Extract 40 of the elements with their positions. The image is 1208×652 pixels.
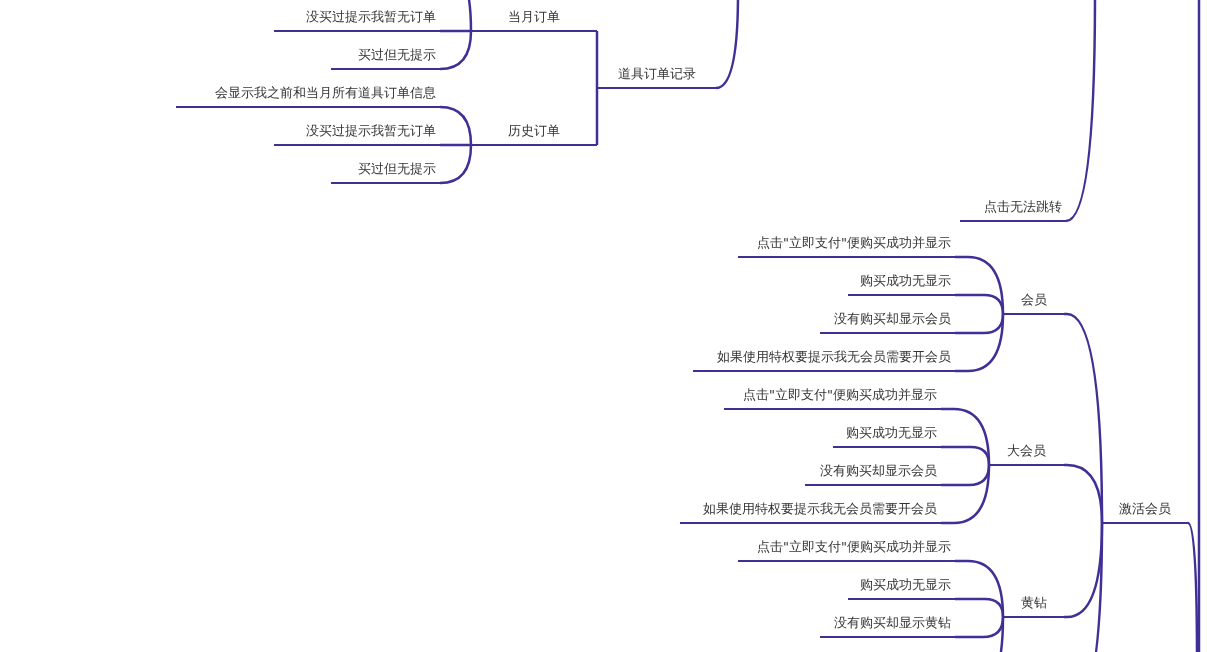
branch-connector [955, 313, 1005, 373]
branch-connector [438, 30, 473, 71]
branch-connector [955, 293, 1005, 315]
topic-label: 点击无法跳转 [984, 199, 1062, 215]
topic-label: 当月订单 [507, 9, 561, 25]
branch-connector [941, 445, 991, 466]
topic-label: 没有购买却显示会员 [834, 311, 951, 327]
branch-connector [440, 29, 473, 33]
topic-label: 如果使用特权要提示我无会员需要开会员 [717, 349, 951, 365]
topic-label: 买过但无提示 [358, 47, 436, 63]
topic-label: 购买成功无显示 [860, 273, 951, 289]
branch-connector [1064, 463, 1104, 524]
topic-label: 买过但无提示 [358, 161, 436, 177]
topic-label: 没买过提示我暂无订单 [306, 9, 436, 25]
topic-label: 点击"立即支付"便购买成功并显示 [757, 235, 951, 251]
branch-connector [714, 0, 740, 90]
branch-connector [595, 88, 599, 147]
topic-label: 道具订单记录 [616, 66, 697, 82]
topic-label: 没买过提示我暂无订单 [306, 123, 436, 139]
topic-label: 会员 [1019, 292, 1048, 308]
branch-connector [440, 143, 473, 147]
topic-label: 如果使用特权要提示我无会员需要开会员 [703, 501, 937, 517]
topic-label: 点击"立即支付"便购买成功并显示 [743, 387, 937, 403]
topic-label: 购买成功无显示 [860, 577, 951, 593]
topic-label: 大会员 [1006, 443, 1047, 459]
branch-connector [438, 105, 473, 146]
topic-label: 会显示我之前和当月所有道具订单信息 [215, 85, 436, 101]
branch-connector [1064, 0, 1097, 223]
topic-label: 购买成功无显示 [846, 425, 937, 441]
topic-label: 黄钻 [1019, 595, 1048, 611]
topic-label: 没有购买却显示黄钻 [834, 615, 951, 631]
branch-connector [595, 29, 599, 88]
topic-label: 历史订单 [507, 123, 561, 139]
branch-connector [1186, 521, 1199, 652]
branch-connector [438, 144, 473, 185]
topic-label: 没有购买却显示会员 [820, 463, 937, 479]
branch-connector [955, 597, 1005, 618]
branch-connector [941, 464, 991, 525]
topic-label: 激活会员 [1118, 501, 1172, 517]
topic-label: 点击"立即支付"便购买成功并显示 [757, 539, 951, 555]
